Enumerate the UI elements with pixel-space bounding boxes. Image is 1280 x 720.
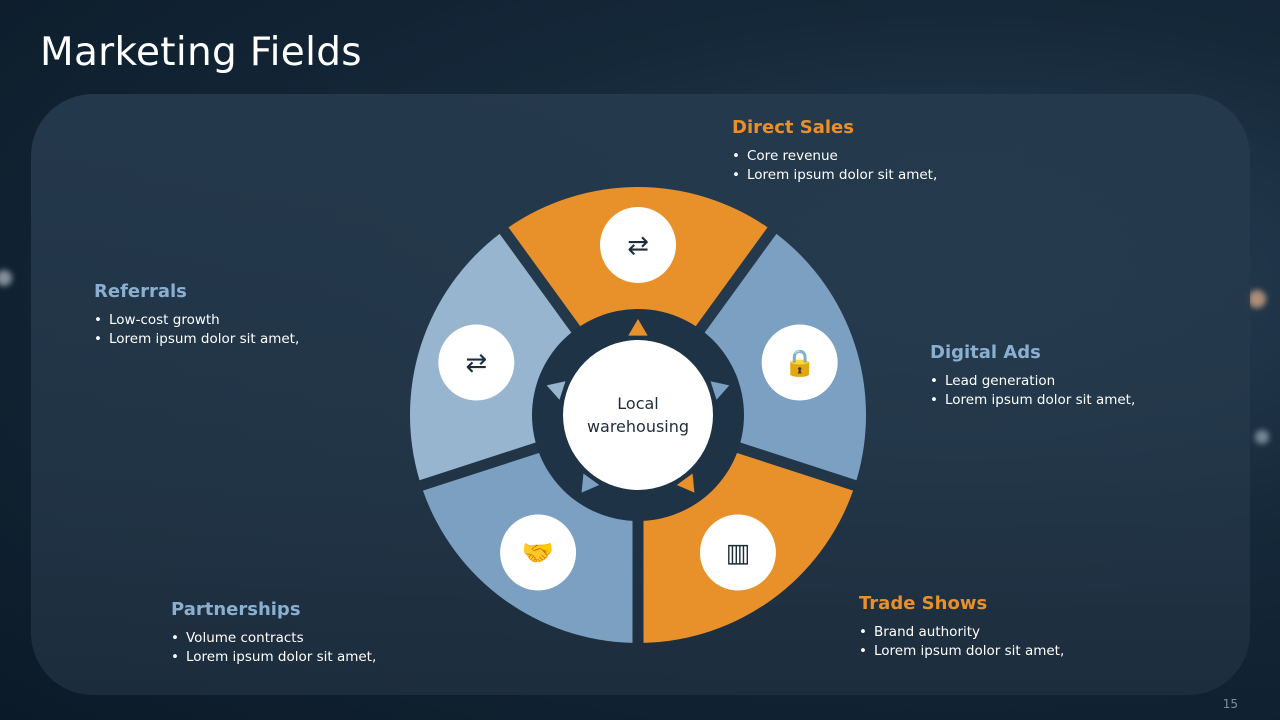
svg-text:▥: ▥ [726,539,751,569]
trade-shows-block: Trade Shows Brand authorityLorem ipsum d… [859,593,1064,661]
pointer-triangle [628,319,648,336]
partnerships-title: Partnerships [171,599,301,620]
people-exchange-icon: ⇄ [438,324,515,401]
digital-ads-title: Digital Ads [930,342,1041,363]
svg-text:⇄: ⇄ [465,348,487,378]
bullet: Lorem ipsum dolor sit amet, [930,391,1135,410]
referrals-block: Referrals Low-cost growthLorem ipsum dol… [94,281,299,349]
background-light [1255,430,1269,444]
bullet: Lorem ipsum dolor sit amet, [859,642,1064,661]
pointer-triangle [546,381,566,400]
digital-ads-block: Digital Ads Lead generationLorem ipsum d… [930,342,1135,410]
bullet: Volume contracts [171,629,376,648]
bullet: Lorem ipsum dolor sit amet, [732,166,937,185]
direct-sales-title: Direct Sales [732,117,854,138]
pointer-triangle [581,473,600,493]
trade-shows-title: Trade Shows [859,593,988,614]
trade-booth-icon: ▥ [699,514,776,591]
center-label: Local warehousing [563,392,713,438]
customer-exchange-bag-icon: ⇄ [600,207,676,283]
slide-title: Marketing Fields [40,30,362,75]
partnerships-block: Partnerships Volume contractsLorem ipsum… [171,599,376,667]
mobile-lock-icon: 🔒 [761,324,838,401]
background-light [1248,290,1266,308]
bullet: Lead generation [930,372,1135,391]
bullet: Low-cost growth [94,311,299,330]
pointer-triangle [710,381,730,400]
pointer-triangle [676,473,695,493]
bullet: Core revenue [732,147,937,166]
svg-text:🔒: 🔒 [783,348,815,378]
center-circle [563,340,713,490]
svg-text:🤝: 🤝 [522,539,554,569]
svg-text:⇄: ⇄ [627,231,649,261]
center-label-line2: warehousing [586,417,690,436]
referrals-title: Referrals [94,281,187,302]
bullet: Lorem ipsum dolor sit amet, [94,330,299,349]
background-light [0,270,12,286]
handshake-shield-icon: 🤝 [500,514,577,591]
bullet: Lorem ipsum dolor sit amet, [171,648,376,667]
center-label-line1: Local [617,394,659,413]
direct-sales-block: Direct Sales Core revenueLorem ipsum dol… [732,117,937,185]
bullet: Brand authority [859,623,1064,642]
page-number: 15 [1222,697,1238,711]
